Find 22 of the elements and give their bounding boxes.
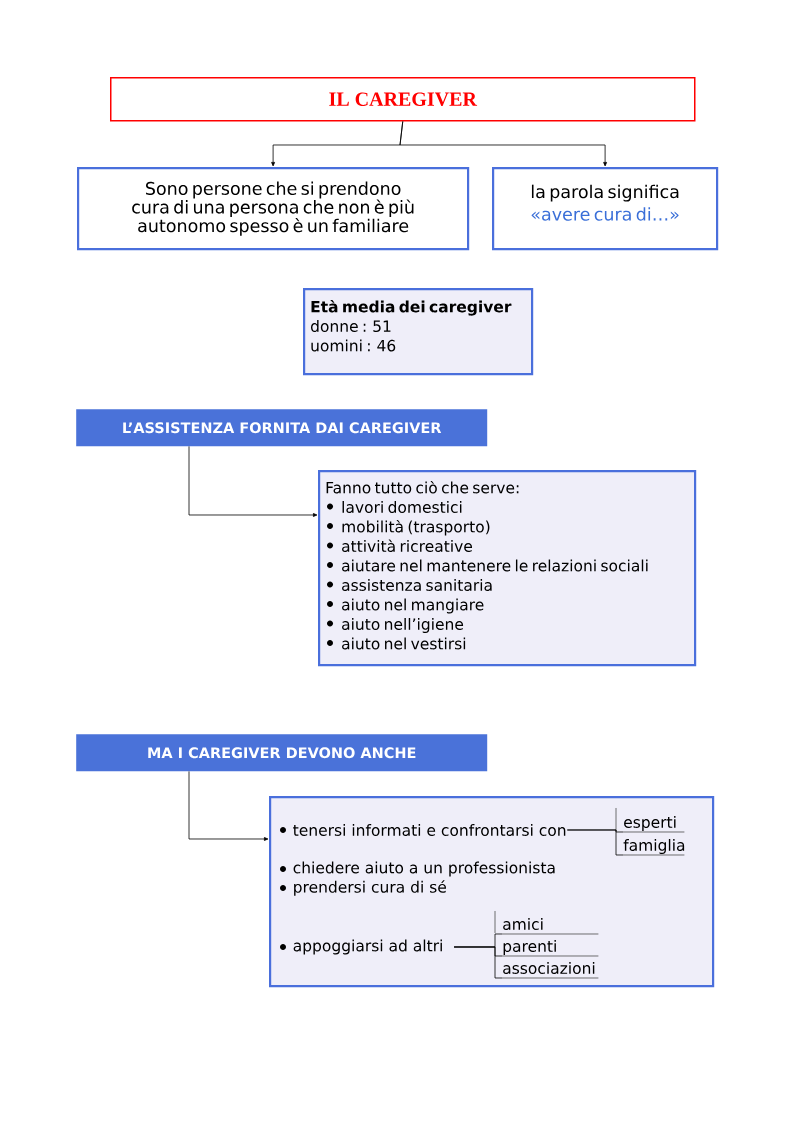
section-band: MA I CAREGIVER DEVONO ANCHE <box>76 734 488 772</box>
list-item: prendersi cura di sé <box>294 880 446 896</box>
title-box: IL CAREGIVER <box>110 77 696 122</box>
connector-line <box>453 946 503 979</box>
list-box <box>269 796 715 988</box>
arrow <box>399 121 607 167</box>
list-item: tenersi informati e confrontarsi con <box>293 824 566 836</box>
branch-label: famiglia <box>622 839 685 856</box>
list-box: Fanno tutto ciò che serve: lavori domestici mobilità (trasporto) attività ricreative aiutare nel mantenere le relazioni sociali assistenza sanitaria aiuto nel mangiare aiuto nell’igiene aiuto nel vestirsi <box>318 470 697 667</box>
text-box: la parola significa «avere cura di…» <box>492 167 719 251</box>
section-band: L’ASSISTENZA FORNITA DAI CAREGIVER <box>76 409 488 447</box>
branch-label: parenti <box>501 940 599 957</box>
connector-line <box>566 829 624 856</box>
info-box: Età media dei caregiver donne : 51 uomini : 46 <box>303 288 534 376</box>
arrow <box>188 771 269 841</box>
list-item: appoggiarsi ad altri <box>293 939 442 955</box>
arrow <box>188 446 318 517</box>
branch-label: amici <box>501 918 599 935</box>
branch-label: esperti <box>622 816 685 833</box>
branch-label: associazioni <box>501 962 599 979</box>
text-box: Sono persone che si prendono cura di una persona che non è più autonomo spesso è un familiare <box>77 167 470 251</box>
list-item: chiedere aiuto a un professionista <box>293 861 555 877</box>
